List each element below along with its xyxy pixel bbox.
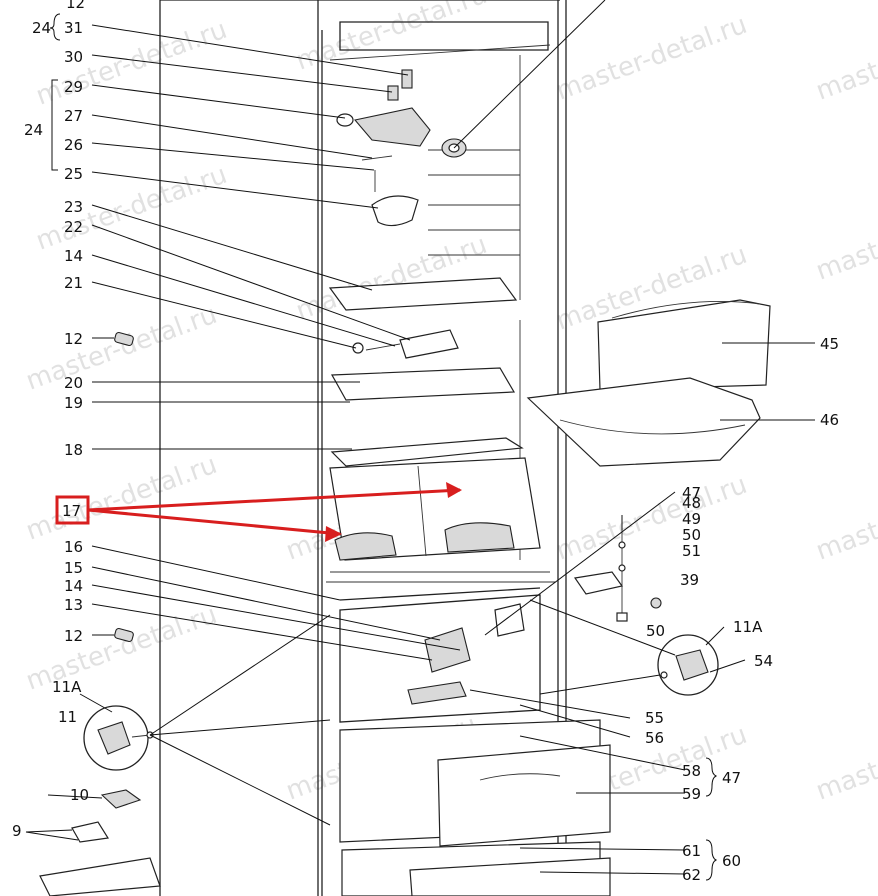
label-12-a: 12 [64,330,83,348]
brackets [49,13,718,881]
label-14-b: 14 [64,577,83,595]
label-50-b: 50 [646,622,665,640]
label-62: 62 [682,866,701,884]
label-39: 39 [680,571,699,589]
leader-lines-left [25,24,461,841]
label-11A-left: 11A [52,678,82,696]
watermark: master-detal.ru [32,15,231,112]
door-bin-46 [526,377,761,467]
label-45: 45 [820,335,839,353]
label-24-top: 24 [32,19,51,37]
label-27: 27 [64,107,83,125]
crisper-drawer [329,457,541,561]
label-48: 48 [682,494,701,512]
watermark: master-detal.ru [552,10,751,107]
label-26: 26 [64,136,83,154]
label-13: 13 [64,596,83,614]
label-19: 19 [64,394,83,412]
label-11A-right: 11A [733,618,763,636]
label-47-group: 47 [722,769,741,787]
freezer-drawers [339,719,611,896]
label-50-a: 50 [682,526,701,544]
side-panel [159,0,318,896]
callout-labels-right: 45 46 47 48 49 50 51 39 50 11A 54 55 56 … [645,335,839,884]
label-60: 60 [722,852,741,870]
watermark: master-detal.ru [812,10,878,107]
label-47-top: 47 [682,484,701,502]
watermark: master-detal.ru [812,190,878,287]
label-12-b: 12 [64,627,83,645]
label-51: 51 [682,542,701,560]
light-cover [371,195,419,227]
label-20: 20 [64,374,83,392]
shelf-19 [330,367,516,401]
label-16: 16 [64,538,83,556]
detail-11A-right [657,634,719,696]
label-17: 17 [62,502,81,520]
label-23: 23 [64,198,83,216]
label-31: 31 [64,19,83,37]
watermark: master-detal.ru [812,710,878,807]
watermark: master-detal.ru [32,160,231,257]
left-small-parts [39,331,161,896]
label-58: 58 [682,762,701,780]
label-10: 10 [70,786,89,804]
label-29: 29 [64,78,83,96]
label-49: 49 [682,510,701,528]
label-25: 25 [64,165,83,183]
label-12-top: 12 [66,0,85,12]
light-unit [336,69,431,227]
watermark: master-detal.ru [22,450,221,547]
callout-labels-left: 12 24 31 30 29 24 27 26 25 23 22 14 21 1… [12,0,89,840]
shelf-23 [328,277,518,311]
watermark: master-detal.ru [812,470,878,567]
leader-lines-right [453,0,815,875]
label-61: 61 [682,842,701,860]
label-14-a: 14 [64,247,83,265]
hinge-assembly [573,530,662,622]
label-18: 18 [64,441,83,459]
watermark: master-detal.ru [552,470,751,567]
label-24-group: 24 [24,121,43,139]
light-housing [353,107,431,147]
label-59: 59 [682,785,701,803]
label-46: 46 [820,411,839,429]
label-21: 21 [64,274,83,292]
drawer-front-62 [409,857,611,896]
label-56: 56 [645,729,664,747]
thermostat [352,329,459,359]
label-55: 55 [645,709,664,727]
glass-shelves [328,277,524,467]
label-54: 54 [754,652,773,670]
detail-11A-left [83,705,154,771]
freezer-compartment [339,587,541,723]
label-9: 9 [12,822,22,840]
label-15: 15 [64,559,83,577]
label-22: 22 [64,218,83,236]
shelf-18 [330,437,524,467]
door-bin-45 [597,299,771,391]
label-30: 30 [64,48,83,66]
label-11: 11 [58,708,77,726]
highlight-part-17 [55,482,462,542]
drawer-front-59 [437,744,611,847]
